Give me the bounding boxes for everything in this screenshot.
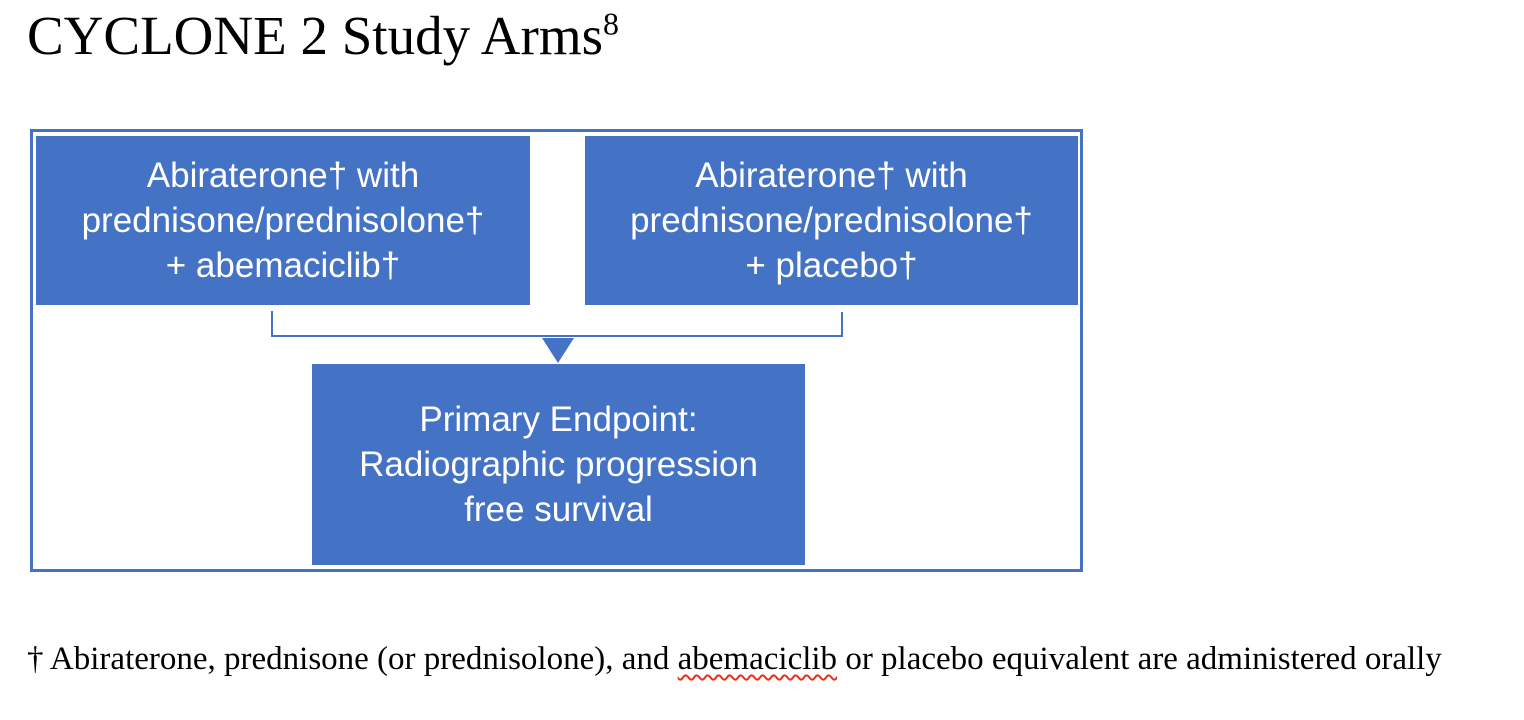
footnote-misspelled-word: abemaciclib [677, 641, 838, 677]
primary-endpoint-line-1: Primary Endpoint: [419, 400, 698, 439]
bracket-line [271, 311, 843, 337]
study-diagram-frame: Abiraterone† with prednisone/prednisolon… [30, 129, 1083, 572]
arm-box-abemaciclib-line-2: prednisone/prednisolone† [81, 201, 485, 240]
footnote: † Abiraterone, prednisone (or prednisolo… [27, 639, 1507, 680]
arm-box-placebo-line-3: + placebo† [745, 246, 918, 285]
primary-endpoint-line-3: free survival [464, 490, 653, 529]
arm-box-placebo: Abiraterone† with prednisone/prednisolon… [585, 136, 1078, 305]
arrowhead-down-icon [542, 338, 574, 363]
arm-box-placebo-line-2: prednisone/prednisolone† [630, 201, 1033, 240]
arm-box-placebo-line-1: Abiraterone† with [695, 156, 968, 195]
primary-endpoint-line-2: Radiographic progression [359, 445, 758, 484]
arm-box-abemaciclib-line-1: Abiraterone† with [146, 156, 420, 195]
primary-endpoint-box: Primary Endpoint: Radiographic progressi… [312, 364, 805, 565]
arm-box-abemaciclib-line-3: + abemaciclib† [165, 246, 401, 285]
footnote-prefix: † Abiraterone, prednisone (or prednisolo… [27, 641, 678, 677]
footnote-suffix: or placebo equivalent are administered o… [837, 641, 1442, 677]
page-title: CYCLONE 2 Study Arms8 [27, 4, 619, 67]
page-title-superscript: 8 [603, 6, 619, 42]
arm-box-abemaciclib: Abiraterone† with prednisone/prednisolon… [36, 136, 530, 305]
page-title-text: CYCLONE 2 Study Arms [27, 5, 604, 66]
